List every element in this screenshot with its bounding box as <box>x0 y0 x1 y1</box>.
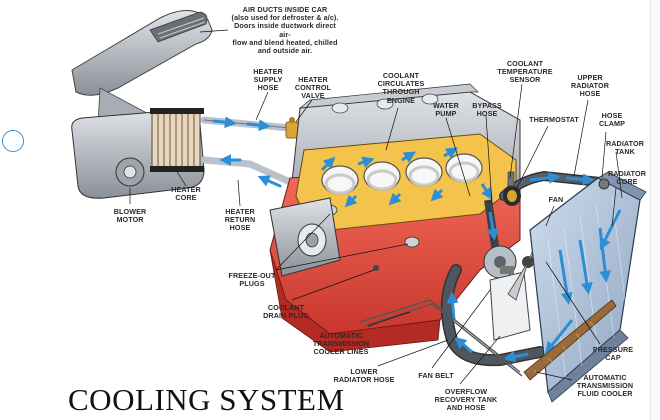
radiator <box>523 171 647 403</box>
label-radiator-tank: RADIATOR TANK <box>605 139 645 157</box>
leader-lines <box>129 29 623 385</box>
label-heater-control-valve: HEATER CONTROL VALVE <box>294 75 332 101</box>
label-fan-belt: FAN BELT <box>418 371 454 380</box>
label-hose-clamp: HOSE CLAMP <box>598 111 626 129</box>
label-lower-radiator-hose: LOWER RADIATOR HOSE <box>333 367 395 385</box>
label-bypass-hose: BYPASS HOSE <box>472 101 502 119</box>
label-air-ducts: AIR DUCTS INSIDE CAR (also used for defr… <box>231 5 339 56</box>
heater-control-valve <box>285 117 299 139</box>
right-margin <box>650 0 660 420</box>
page-title: COOLING SYSTEM <box>68 382 345 417</box>
label-water-pump: WATER PUMP <box>433 101 459 119</box>
transmission-case <box>269 197 341 277</box>
circle-icon[interactable] <box>2 130 24 152</box>
label-coolant-drain-plug: COOLANT DRAIN PLUG <box>263 303 309 321</box>
label-thermostat: THERMOSTAT <box>529 115 579 124</box>
label-radiator-core: RADIATOR CORE <box>607 169 647 187</box>
label-upper-radiator-hose: UPPER RADIATOR HOSE <box>570 73 610 99</box>
label-freeze-out-plugs: FREEZE-OUT PLUGS <box>228 271 276 289</box>
left-margin <box>0 0 62 420</box>
lower-radiator-hose <box>440 264 546 367</box>
air-duct-assembly <box>71 10 213 199</box>
label-heater-core: HEATER CORE <box>171 185 201 203</box>
label-coolant-circulates: COOLANT CIRCULATES THROUGH ENGINE <box>377 71 425 105</box>
label-pressure-cap: PRESSURE CAP <box>592 345 634 363</box>
label-heater-supply-hose: HEATER SUPPLY HOSE <box>253 67 283 93</box>
label-blower-motor: BLOWER MOTOR <box>113 207 147 225</box>
thermostat <box>503 171 521 206</box>
label-fan: FAN <box>548 195 564 204</box>
pressure-cap <box>598 178 610 190</box>
label-coolant-temp-sensor: COOLANT TEMPERATURE SENSOR <box>497 59 553 85</box>
label-auto-trans-fluid-cooler: AUTOMATIC TRANSMISSION FLUID COOLER <box>576 373 634 399</box>
label-auto-trans-cooler-lines: AUTOMATIC TRANSMISSION COOLER LINES <box>312 331 370 357</box>
label-heater-return-hose: HEATER RETURN HOSE <box>224 207 256 233</box>
label-overflow-tank: OVERFLOW RECOVERY TANK AND HOSE <box>434 387 498 413</box>
overflow-tank <box>489 266 531 341</box>
